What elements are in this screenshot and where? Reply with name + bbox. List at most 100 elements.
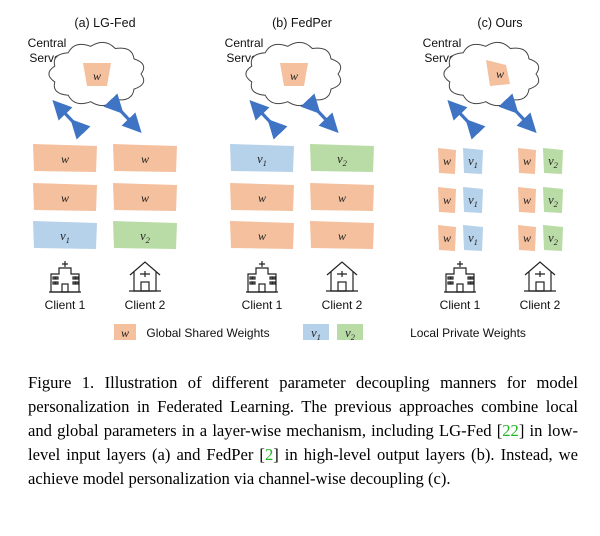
citation-link[interactable]: 22	[502, 421, 519, 440]
hospital-outline	[50, 267, 80, 293]
sync-arrow-icon	[300, 93, 339, 133]
layer-channel-global	[518, 187, 536, 213]
layer-channel-local	[463, 148, 483, 174]
layer-label: w	[61, 191, 69, 205]
sync-arrow-icon	[498, 93, 537, 133]
layer-channel-local	[463, 225, 483, 251]
hospital-icon	[444, 261, 476, 293]
layer-channel-global	[438, 187, 456, 213]
layer-label: w	[338, 229, 346, 243]
legend-swatch-local-1	[303, 324, 329, 340]
window	[447, 276, 451, 280]
cross	[62, 261, 68, 267]
window	[72, 276, 76, 280]
arrow-line	[249, 100, 288, 140]
layer-label: w	[523, 154, 531, 168]
layer-channel-local	[543, 148, 563, 174]
window	[447, 281, 451, 285]
layer-label: v1	[60, 229, 70, 245]
window	[252, 276, 256, 280]
legend-swatch-local-2	[337, 324, 363, 340]
client-label: Client 2	[520, 298, 561, 312]
client-label: Client 2	[322, 298, 363, 312]
roof	[129, 261, 161, 276]
layer-label: w	[141, 191, 149, 205]
client-label: Client 2	[125, 298, 166, 312]
arrow-line	[52, 100, 91, 140]
window	[450, 281, 454, 285]
window	[269, 276, 273, 280]
hospital-icon	[49, 261, 81, 293]
door	[456, 283, 464, 293]
layer-channel-global	[518, 225, 536, 251]
layer-label: w	[338, 191, 346, 205]
roof	[326, 261, 358, 276]
hospital-icon	[246, 261, 278, 293]
window	[72, 281, 76, 285]
sync-arrow-icon	[249, 100, 288, 140]
server-weight	[83, 63, 111, 86]
layer-block	[230, 221, 294, 249]
layer-label: v2	[337, 152, 348, 168]
layer-channel-global	[438, 225, 456, 251]
layer-label: w	[443, 231, 451, 245]
layer-channel-local	[543, 187, 563, 213]
client-label: Client 1	[440, 298, 481, 312]
window	[75, 276, 79, 280]
layer-label: w	[258, 191, 266, 205]
layer-label: v1	[468, 231, 478, 247]
legend-symbol: v2	[345, 326, 356, 342]
window	[269, 281, 273, 285]
server-weight-label: w	[496, 67, 504, 81]
window	[252, 281, 256, 285]
sign	[535, 271, 545, 277]
window	[470, 276, 474, 280]
sign	[337, 271, 347, 277]
layer-label: v1	[468, 154, 478, 170]
panel-title: (a) LG-Fed	[74, 16, 135, 30]
layer-block	[310, 221, 374, 249]
sync-arrow-icon	[447, 100, 486, 140]
arrow-line	[498, 93, 537, 133]
window	[272, 276, 276, 280]
window	[467, 281, 471, 285]
legend-local-label: Local Private Weights	[410, 326, 526, 340]
arrow-line	[300, 93, 339, 133]
window	[467, 276, 471, 280]
arrow-line	[103, 93, 142, 133]
client-label: Client 1	[242, 298, 283, 312]
server-weight-label: w	[93, 69, 101, 83]
layer-channel-global	[518, 148, 536, 174]
window	[52, 281, 56, 285]
layer-label: w	[141, 152, 149, 166]
server-weight	[486, 60, 510, 86]
window	[249, 281, 253, 285]
citation-link[interactable]: 2	[264, 445, 274, 464]
door	[535, 281, 545, 292]
door	[258, 283, 266, 293]
roof	[524, 261, 556, 276]
layer-label: w	[443, 193, 451, 207]
window	[249, 276, 253, 280]
layer-label: w	[523, 231, 531, 245]
window	[75, 281, 79, 285]
cross	[457, 261, 463, 267]
panel-title: (c) Ours	[477, 16, 522, 30]
clinic-icon	[129, 261, 161, 292]
legend-swatch-global	[114, 324, 136, 340]
legend-symbol: v1	[311, 326, 321, 342]
layer-block	[33, 221, 97, 249]
window	[470, 281, 474, 285]
window	[450, 276, 454, 280]
layer-block	[33, 183, 97, 211]
layer-label: v2	[548, 193, 559, 209]
window	[55, 276, 59, 280]
panel-title: (b) FedPer	[272, 16, 332, 30]
layer-block	[113, 221, 177, 249]
sync-arrow-icon	[52, 100, 91, 140]
layer-label: w	[523, 193, 531, 207]
client-label: Client 1	[45, 298, 86, 312]
